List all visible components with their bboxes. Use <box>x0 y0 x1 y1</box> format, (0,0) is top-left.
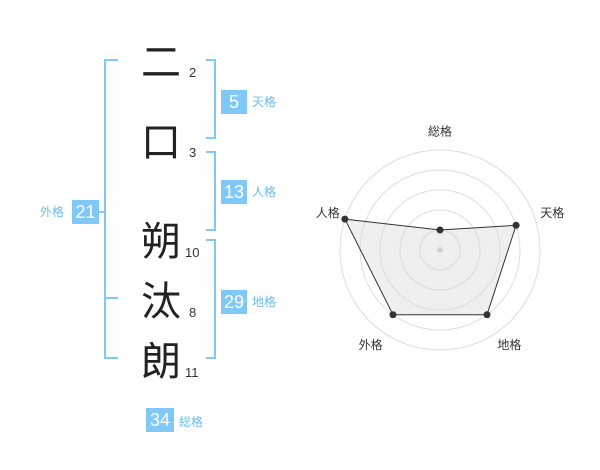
radar-point <box>341 215 349 223</box>
radar-axis-label: 天格 <box>540 205 564 220</box>
tenkaku-label: 天格 <box>252 95 277 109</box>
radar-area <box>344 218 517 316</box>
outer-bracket-vertical <box>104 59 106 359</box>
stroke-count-2: 3 <box>189 145 197 160</box>
radar-ring <box>399 209 481 291</box>
outer-bracket-top <box>104 59 118 61</box>
stroke-count-3: 10 <box>185 245 200 260</box>
tenkaku-bracket-top <box>206 59 216 61</box>
radar-points <box>341 215 520 319</box>
radar-axis-label: 人格 <box>316 205 340 220</box>
radar-polygon <box>344 218 517 316</box>
stroke-count-5: 11 <box>185 365 199 380</box>
radar-ring <box>379 189 501 311</box>
radar-center-dot <box>437 247 443 253</box>
soukaku-label: 総格 <box>179 415 204 429</box>
radar-axis-label: 地格 <box>497 337 521 352</box>
soukaku-value: 34 <box>146 408 174 432</box>
outer-bracket-bottom <box>104 357 118 359</box>
radar-point <box>389 311 397 319</box>
stroke-count-4: 8 <box>189 305 197 320</box>
radar-ring <box>339 149 541 351</box>
chikaku-bracket-top <box>206 239 216 241</box>
name-char-2: 口 <box>141 120 181 166</box>
radar-point <box>483 311 491 319</box>
gaikaku-value: 21 <box>72 200 99 224</box>
chikaku-value: 29 <box>221 290 247 314</box>
tenkaku-value: 5 <box>221 90 247 114</box>
radar-rings <box>339 149 541 351</box>
radar-point <box>512 221 520 229</box>
outer-bracket-mid <box>104 297 118 299</box>
gaikaku-label: 外格 <box>40 205 65 219</box>
name-char-3: 朔 <box>141 219 181 265</box>
jinkaku-value: 13 <box>221 180 247 204</box>
radar-axis-label: 外格 <box>359 337 383 352</box>
radar-axis-label: 総格 <box>428 124 452 139</box>
chikaku-bracket-bottom <box>206 357 216 359</box>
chikaku-bracket-vertical <box>214 239 216 359</box>
jinkaku-bracket-vertical <box>214 151 216 231</box>
jinkaku-bracket-top <box>206 151 216 153</box>
radar-point <box>436 226 444 234</box>
stroke-count-1: 2 <box>189 65 197 80</box>
jinkaku-label: 人格 <box>252 185 277 199</box>
outer-bracket-tick <box>98 211 104 213</box>
name-char-1: 二 <box>141 40 181 86</box>
name-char-5: 朗 <box>141 339 181 385</box>
name-char-4: 汰 <box>141 279 181 325</box>
tenkaku-bracket-vertical <box>214 59 216 139</box>
chikaku-label: 地格 <box>252 295 277 309</box>
tenkaku-bracket-bottom <box>206 137 216 139</box>
jinkaku-bracket-bottom <box>206 229 216 231</box>
